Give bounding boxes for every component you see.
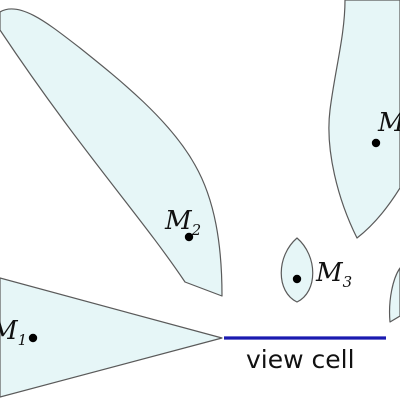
- point-m3: [292, 274, 302, 284]
- label-m4: M: [377, 108, 400, 138]
- region-m2: [0, 8, 223, 297]
- point-m2: [184, 232, 194, 242]
- view-cell-label: view cell: [246, 345, 355, 374]
- point-m1: [28, 333, 38, 343]
- label-m1: M1: [0, 316, 27, 349]
- label-m3: M3: [315, 258, 352, 291]
- region-m3: [280, 237, 314, 303]
- region-m1: [0, 277, 223, 398]
- region-m4: [328, 0, 400, 239]
- point-m4: [371, 138, 381, 148]
- region-edge-right: [388, 267, 400, 323]
- label-m2: M2: [164, 206, 201, 239]
